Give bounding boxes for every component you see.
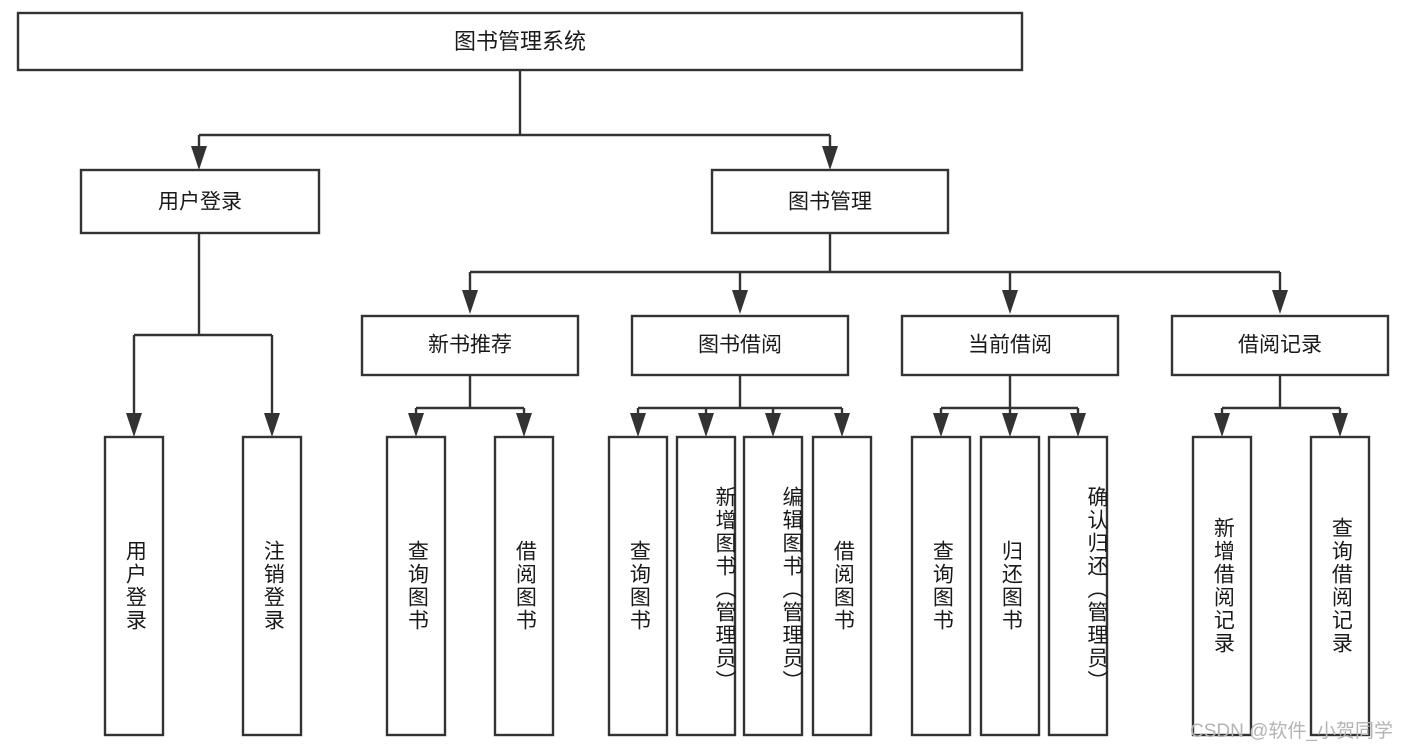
connector-group-newbook [408, 375, 532, 437]
node-current-borrow-label: 当前借阅 [968, 334, 1052, 357]
arrow-newbook-leaf-1 [408, 413, 424, 437]
arrow-bookmgmt-to-currentborrow [1002, 290, 1018, 314]
arrow-userlogin-leaf-1 [126, 413, 142, 437]
arrow-currentborrow-leaf-2 [1002, 413, 1018, 437]
leaf-box-new-book-2[interactable] [493, 435, 555, 737]
connector-group-borrowrecord [1214, 375, 1348, 437]
node-borrow-record-label: 借阅记录 [1238, 334, 1322, 357]
leaf-box-new-book-1[interactable] [385, 435, 447, 737]
arrow-bookmgmt-to-bookborrow [732, 290, 748, 314]
connector-group-currentborrow [933, 375, 1086, 437]
leaf-box-book-borrow-2[interactable] [675, 435, 737, 737]
arrow-root-to-bookmgmt [822, 146, 838, 170]
leaf-box-user-login-2[interactable] [241, 435, 303, 737]
arrow-userlogin-leaf-2 [264, 413, 280, 437]
connector-group-bookmgmt [462, 233, 1288, 314]
node-borrow-record-box[interactable] [1170, 314, 1390, 377]
node-user-login[interactable]: 用户登录 [79, 168, 321, 235]
leaf-box-book-borrow-1[interactable] [607, 435, 669, 737]
arrow-bookborrow-leaf-1 [630, 413, 646, 437]
leaf-box-current-borrow-1[interactable] [910, 435, 972, 737]
leaf-box-book-borrow-4[interactable] [811, 435, 873, 737]
connector-group-userlogin [126, 233, 280, 437]
node-user-login-label: 用户登录 [158, 191, 242, 214]
node-book-borrow-label: 图书借阅 [698, 334, 782, 357]
arrow-bookborrow-leaf-2 [698, 413, 714, 437]
leaf-box-book-borrow-3[interactable] [742, 435, 804, 737]
leaf-box-current-borrow-2[interactable] [979, 435, 1041, 737]
node-root[interactable]: 图书管理系统 [16, 11, 1024, 72]
node-book-management[interactable]: 图书管理 [710, 168, 950, 235]
node-new-book-recommend-box[interactable] [360, 314, 580, 377]
arrow-root-to-userlogin [191, 146, 207, 170]
node-new-book-recommend-label: 新书推荐 [428, 334, 512, 357]
arrow-bookmgmt-to-newbook [462, 290, 478, 314]
leaf-box-borrow-record-1[interactable] [1191, 435, 1253, 737]
arrow-currentborrow-leaf-3 [1070, 413, 1086, 437]
node-borrow-record[interactable]: 借阅记录 [1170, 314, 1390, 377]
connector-group-bookborrow [630, 375, 850, 437]
node-book-borrow-box[interactable] [630, 314, 850, 377]
node-root-box[interactable] [16, 11, 1024, 72]
arrow-bookborrow-leaf-4 [834, 413, 850, 437]
csdn-watermark: CSDN @软件_小贺同学 [1190, 721, 1393, 742]
arrow-newbook-leaf-2 [516, 413, 532, 437]
arrow-bookmgmt-to-borrowrecord [1272, 290, 1288, 314]
leaf-box-user-login-1[interactable] [103, 435, 165, 737]
arrow-borrowrecord-leaf-2 [1332, 413, 1348, 437]
arrow-borrowrecord-leaf-1 [1214, 413, 1230, 437]
arrow-currentborrow-leaf-1 [933, 413, 949, 437]
leaf-box-borrow-record-2[interactable] [1309, 435, 1371, 737]
node-current-borrow[interactable]: 当前借阅 [900, 314, 1120, 377]
node-new-book-recommend[interactable]: 新书推荐 [360, 314, 580, 377]
node-book-management-label: 图书管理 [788, 191, 872, 214]
node-current-borrow-box[interactable] [900, 314, 1120, 377]
leaf-box-current-borrow-3[interactable] [1047, 435, 1109, 737]
node-book-borrow[interactable]: 图书借阅 [630, 314, 850, 377]
node-root-label: 图书管理系统 [454, 29, 586, 54]
node-user-login-box[interactable] [79, 168, 321, 235]
node-book-management-box[interactable] [710, 168, 950, 235]
connector-group-root [191, 70, 838, 170]
arrow-bookborrow-leaf-3 [765, 413, 781, 437]
